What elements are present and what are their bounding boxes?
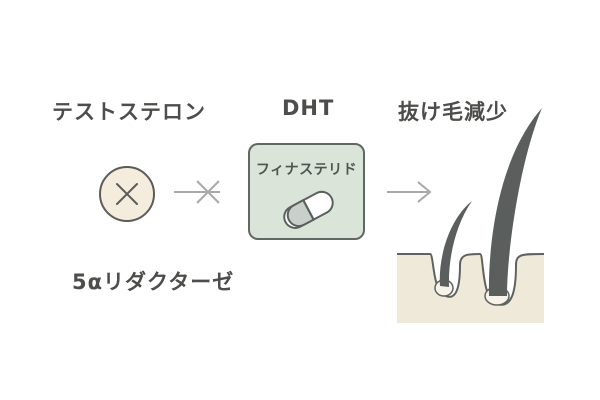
right-arrow-icon (387, 181, 432, 203)
testosterone-label: テストステロン (52, 100, 206, 124)
blocked-arrow-icon (174, 180, 220, 204)
hair-loss-reduction-label: 抜け毛減少 (398, 100, 508, 124)
dht-label: DHT (282, 96, 335, 120)
hair-follicle-icon (397, 108, 545, 323)
capsule-pill-icon (283, 190, 334, 229)
5a-reductase-label: 5αリダクターゼ (72, 270, 235, 294)
x-circle-icon (99, 166, 155, 222)
finasteride-label: フィナステリド (255, 162, 358, 178)
finasteride-box: フィナステリド (248, 143, 365, 240)
